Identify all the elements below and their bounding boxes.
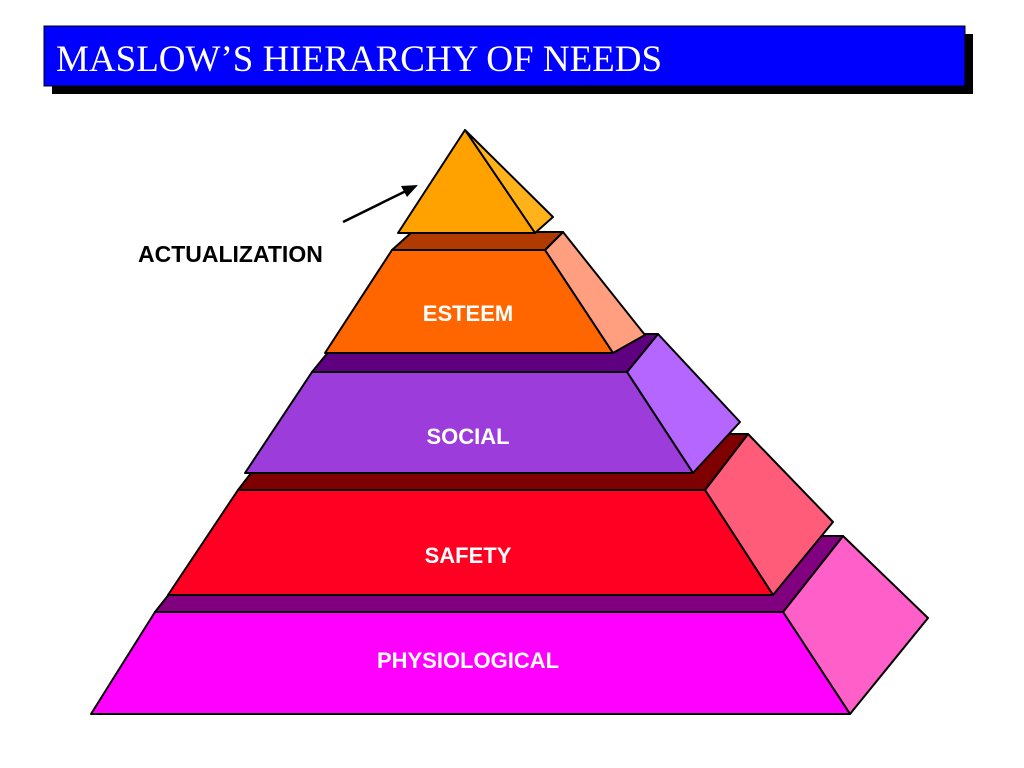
- level-esteem: ESTEEM: [324, 231, 646, 354]
- esteem-front-face: [324, 249, 614, 354]
- social-front-face: [244, 371, 694, 474]
- page-title: MASLOW’S HIERARCHY OF NEEDS: [56, 39, 662, 80]
- callout-arrowhead: [401, 185, 418, 197]
- level-actualization: [397, 129, 554, 234]
- actualization-label: ACTUALIZATION: [138, 241, 323, 267]
- esteem-label: ESTEEM: [423, 301, 513, 326]
- physiological-front-face: [90, 611, 851, 715]
- safety-front-face: [167, 489, 774, 596]
- actualization-callout: ACTUALIZATION: [138, 185, 418, 267]
- esteem-top-face: [391, 231, 564, 251]
- callout-arrow-line: [342, 188, 409, 224]
- title-banner: MASLOW’S HIERARCHY OF NEEDS: [43, 25, 973, 94]
- physiological-label: PHYSIOLOGICAL: [377, 648, 559, 673]
- level-social: SOCIAL: [244, 333, 741, 474]
- safety-label: SAFETY: [425, 543, 512, 568]
- actualization-front-face: [397, 129, 536, 234]
- social-label: SOCIAL: [426, 424, 509, 449]
- title-bar: [43, 25, 966, 87]
